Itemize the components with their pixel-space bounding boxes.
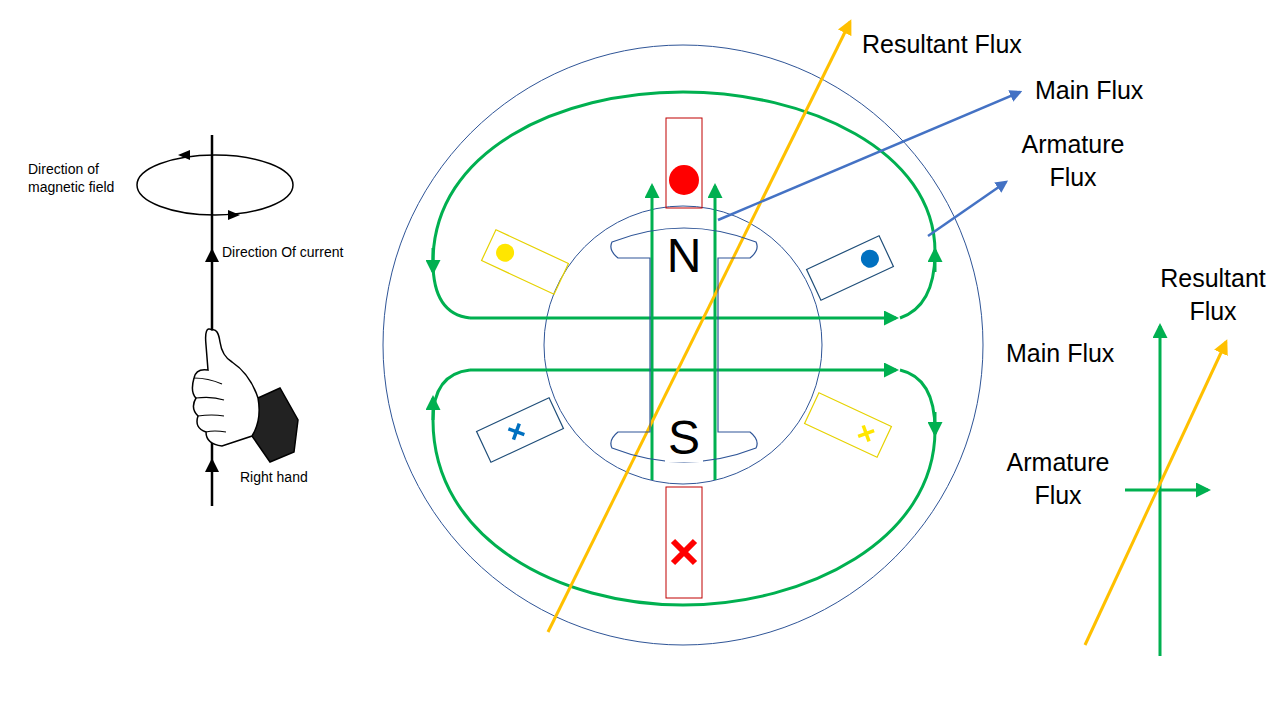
flux-label: Main Flux [1035,74,1143,107]
pole-letter: N [664,232,705,280]
flux-label: Armature Flux [993,446,1123,511]
flux-label: Armature Flux [1008,128,1138,193]
field-direction-label: Direction of magnetic field [28,160,128,196]
flux-label: Resultant Flux [862,28,1022,61]
stator-circle [383,45,983,645]
current-direction-label: Direction Of current [222,243,343,261]
right-hand-rule-figure [137,135,298,506]
flux-label: Main Flux [1006,337,1114,370]
pole-letter: S [665,414,703,462]
rotor-circle [544,206,822,484]
pole-shape [611,228,757,462]
flux-label: Resultant Flux [1148,262,1278,327]
flux-lines [433,92,935,605]
phasor-diagram [1085,326,1226,656]
leader-arrow [718,92,1020,220]
leader-arrow [928,182,1006,236]
resultant-flux-arrow [548,22,850,632]
hand-label: Right hand [240,468,308,486]
field-pole: NS [600,228,768,464]
